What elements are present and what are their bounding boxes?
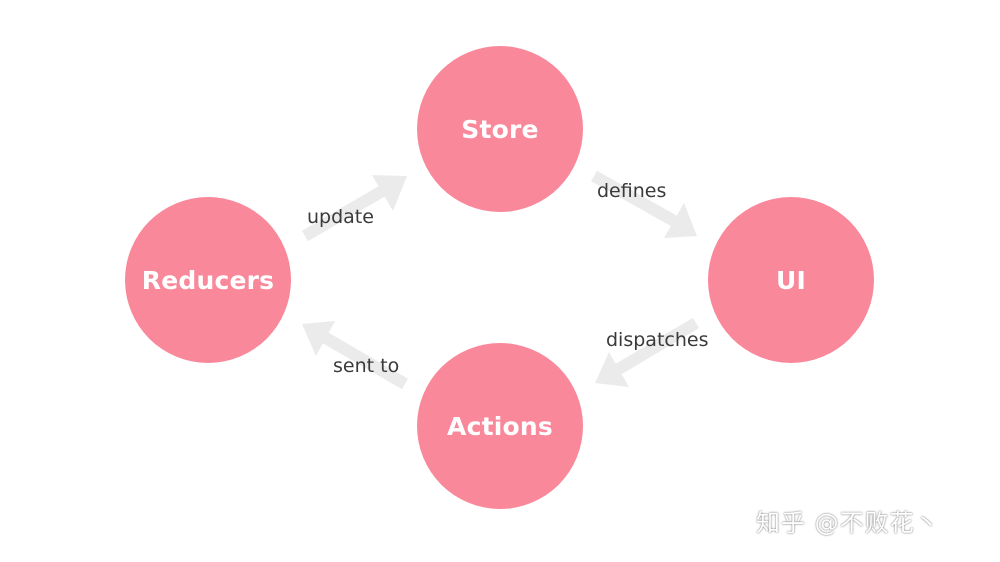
edge-label-defines: defines: [597, 180, 667, 202]
node-reducers: Reducers: [125, 197, 291, 363]
arrow-update: [301, 175, 407, 242]
arrow-defines: [591, 170, 697, 238]
node-actions: Actions: [417, 343, 583, 509]
node-store-label: Store: [461, 114, 539, 144]
arrow-sent-to: [302, 321, 409, 390]
node-ui-label: UI: [775, 265, 806, 295]
edge-label-dispatches: dispatches: [606, 329, 709, 351]
node-actions-label: Actions: [447, 411, 553, 441]
node-reducers-label: Reducers: [141, 265, 275, 295]
node-ui: UI: [708, 197, 874, 363]
edge-label-sent-to: sent to: [333, 355, 400, 377]
watermark-text: 知乎 @不败花丶: [756, 509, 940, 537]
node-store: Store: [417, 46, 583, 212]
edge-label-update: update: [307, 206, 374, 228]
arrow-dispatches: [595, 317, 700, 387]
